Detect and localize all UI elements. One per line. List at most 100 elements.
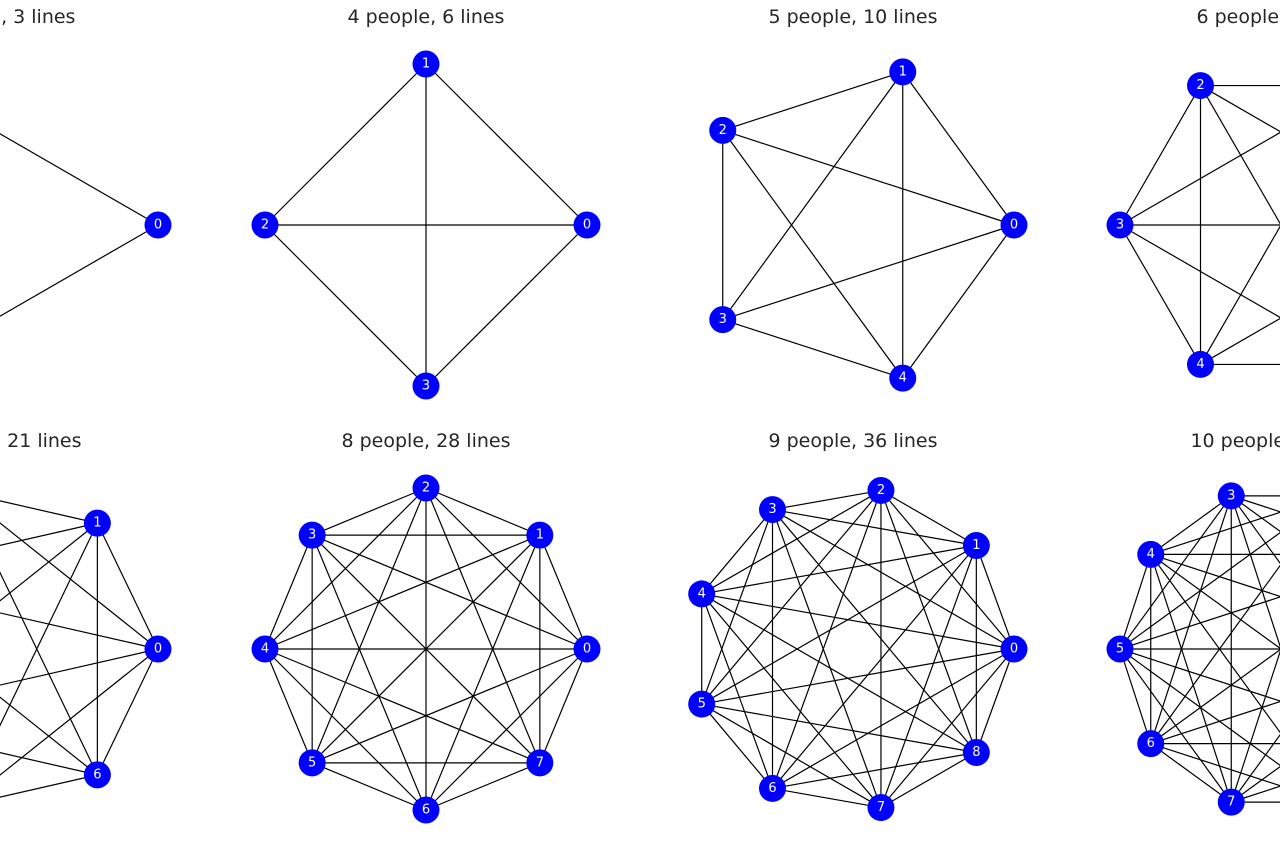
edge-1-2 <box>880 489 977 547</box>
edge-0-1 <box>902 71 1015 226</box>
node-label: 1 <box>972 538 980 553</box>
node-3 <box>709 306 737 334</box>
node-0 <box>573 635 601 663</box>
panel-title: 7 people, 21 lines <box>0 430 82 452</box>
edge-3-5 <box>701 509 774 705</box>
edge-1-4 <box>264 534 541 650</box>
edge-0-6 <box>1150 701 1280 745</box>
edge-4-7 <box>264 648 541 764</box>
node-6 <box>1137 730 1165 758</box>
node-label: 7 <box>877 800 885 815</box>
edge-2-7 <box>1230 650 1280 803</box>
edge-0-8 <box>975 648 1015 753</box>
node-0 <box>144 635 172 663</box>
node-label: 0 <box>583 642 591 657</box>
node-label: 6 <box>93 767 101 782</box>
node-4 <box>251 635 279 663</box>
node-1 <box>526 521 554 549</box>
node-6 <box>759 774 786 802</box>
edge-0-1 <box>975 545 1015 650</box>
node-3 <box>1106 211 1134 239</box>
node-5 <box>688 690 716 718</box>
edge-5-9 <box>1119 648 1280 702</box>
edge-2-8 <box>880 490 977 753</box>
edge-4-7 <box>1150 554 1232 803</box>
panel-title: 3 people, 3 lines <box>0 6 75 28</box>
edge-0-3 <box>772 509 1015 650</box>
edge-0-4 <box>701 593 1015 650</box>
node-4 <box>1137 540 1165 568</box>
node-label: 6 <box>768 781 776 796</box>
edge-4-6 <box>264 648 427 811</box>
edge-1-3 <box>1231 495 1280 513</box>
edge-2-6 <box>771 490 882 789</box>
node-label: 0 <box>583 218 591 233</box>
node-label: 2 <box>1196 78 1204 93</box>
edge-0-3 <box>1230 495 1280 533</box>
edge-0-4 <box>1150 553 1280 597</box>
edge-6-7 <box>425 762 541 811</box>
node-label: 1 <box>899 64 907 79</box>
edge-2-6 <box>0 571 98 776</box>
edge-2-5 <box>311 487 427 764</box>
edge-1-5 <box>0 522 98 727</box>
edge-5-6 <box>1119 648 1152 744</box>
node-label: 6 <box>422 803 430 818</box>
edge-1-2 <box>425 487 541 536</box>
edge-2-4 <box>722 130 904 379</box>
node-5 <box>298 749 326 777</box>
edge-2-5 <box>1119 532 1280 650</box>
node-label: 0 <box>154 218 162 233</box>
edge-6-8 <box>772 751 977 790</box>
edge-2-3 <box>772 489 882 511</box>
edge-3-4 <box>722 319 903 379</box>
edge-1-5 <box>701 544 977 705</box>
edge-5-6 <box>701 703 773 789</box>
node-0 <box>144 211 172 239</box>
edge-1-7 <box>880 545 977 808</box>
node-7 <box>867 794 895 822</box>
edge-1-6 <box>772 545 977 789</box>
edge-4-9 <box>1150 553 1280 650</box>
node-label: 3 <box>1116 218 1124 233</box>
panel-10-people: 10 people, 45 lines0123456789 <box>1106 430 1280 816</box>
edge-3-6 <box>1150 495 1232 744</box>
node-label: 4 <box>899 371 907 386</box>
node-4 <box>1187 350 1214 378</box>
node-5 <box>1106 635 1134 663</box>
edge-5-8 <box>1119 648 1280 766</box>
panel-title: 10 people, 45 lines <box>1190 430 1280 452</box>
edge-2-4 <box>701 489 882 595</box>
edge-3-4 <box>264 534 313 650</box>
edge-0-4 <box>0 648 159 686</box>
node-1 <box>83 509 111 537</box>
node-label: 0 <box>154 642 162 657</box>
node-3 <box>759 496 786 524</box>
node-label: 6 <box>1147 736 1155 751</box>
edge-3-6 <box>0 696 98 776</box>
node-0 <box>1000 211 1028 239</box>
node-label: 4 <box>261 642 269 657</box>
edge-3-7 <box>311 534 541 764</box>
edge-1-6 <box>1150 648 1280 745</box>
edge-3-5 <box>1119 224 1280 319</box>
node-0 <box>573 211 601 239</box>
edge-5-7 <box>1119 648 1232 803</box>
node-7 <box>1217 788 1245 816</box>
node-1 <box>412 50 440 78</box>
edge-3-4 <box>1150 495 1232 555</box>
edge-2-5 <box>1199 85 1280 225</box>
edge-0-7 <box>880 648 1015 808</box>
edge-3-7 <box>771 509 882 808</box>
node-label: 4 <box>698 586 706 601</box>
node-label: 4 <box>1147 547 1155 562</box>
node-2 <box>251 211 279 239</box>
node-7 <box>526 749 554 777</box>
edge-0-4 <box>902 224 1015 379</box>
edge-6-7 <box>1150 743 1232 803</box>
